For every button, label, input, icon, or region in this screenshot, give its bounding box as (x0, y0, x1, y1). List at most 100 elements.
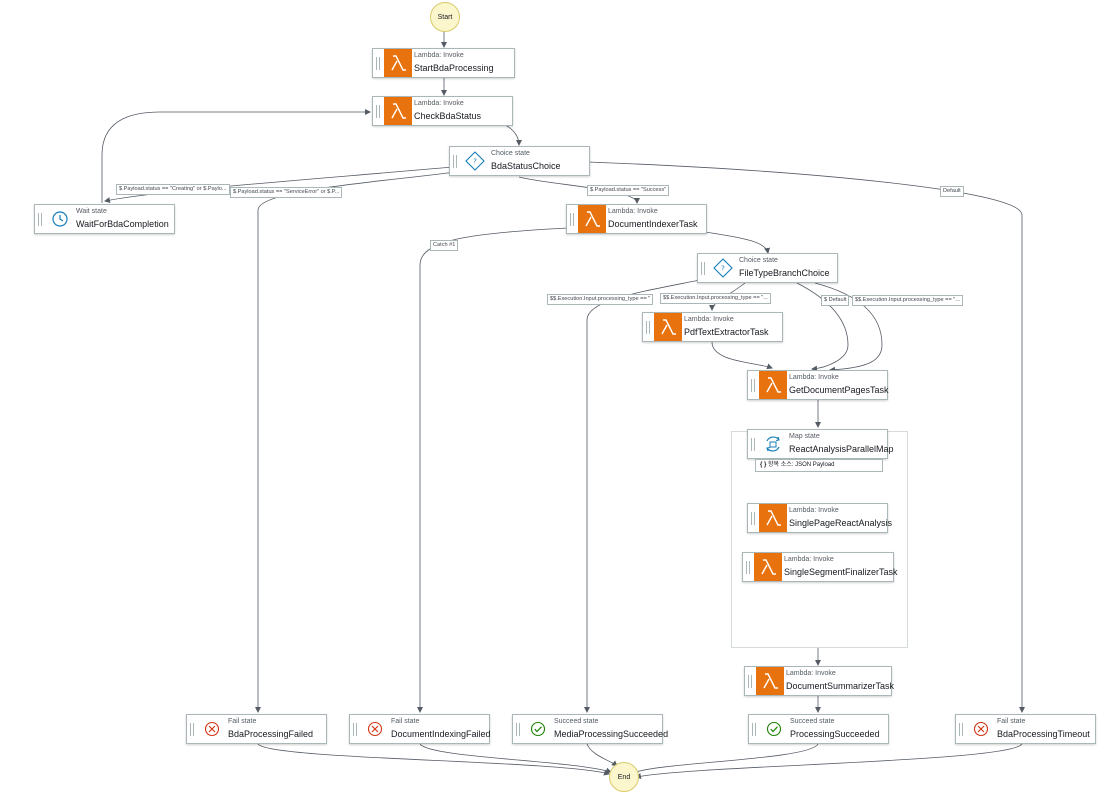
node-get-document-pages-task[interactable]: Lambda: Invoke GetDocumentPagesTask (747, 370, 889, 400)
node-name-label: SingleSegmentFinalizerTask (784, 567, 898, 577)
drag-grip-icon (516, 723, 520, 736)
edge-label-service-error: $.Payload.status == "ServiceError" or $.… (230, 187, 343, 198)
edge-label-exec2: $$.Execution.Input.processing_type == ".… (660, 293, 771, 304)
edge-label-default-bda: Default (940, 186, 964, 197)
node-kind-label: Choice state (491, 150, 530, 157)
node-processing-succeeded[interactable]: Succeed state ProcessingSucceeded (748, 714, 889, 744)
node-bda-processing-failed[interactable]: Fail state BdaProcessingFailed (186, 714, 327, 744)
drag-grip-icon (570, 213, 574, 226)
drag-grip-icon (376, 57, 380, 70)
braces-icon: { } (760, 462, 767, 468)
node-bda-status-choice[interactable]: ? Choice state BdaStatusChoice (449, 146, 590, 176)
node-kind-label: Fail state (228, 718, 257, 725)
edge-label-success: $.Payload.status == "Success" (587, 185, 670, 196)
node-name-label: DocumentIndexerTask (608, 219, 698, 229)
node-kind-label: Lambda: Invoke (684, 316, 734, 323)
node-name-label: GetDocumentPagesTask (789, 385, 889, 395)
edge-timeout-to-end (635, 743, 1023, 780)
node-kind-label: Lambda: Invoke (414, 52, 464, 59)
fail-icon (198, 715, 226, 743)
edge-label-exec1: $$.Execution.Input.processing_type == " (547, 294, 654, 305)
drag-grip-icon (959, 723, 963, 736)
node-name-label: BdaProcessingTimeout (997, 729, 1090, 739)
node-name-label: MediaProcessingSucceeded (554, 729, 669, 739)
end-node[interactable]: End (609, 762, 639, 792)
edge-docindexer-to-filetype (704, 231, 771, 254)
drag-grip-icon (376, 105, 380, 118)
succeed-icon (524, 715, 552, 743)
drag-grip-icon (38, 213, 42, 226)
drag-grip-icon (453, 155, 457, 168)
node-kind-label: Lambda: Invoke (786, 670, 836, 677)
node-name-label: PdfTextExtractorTask (684, 327, 769, 337)
edge-filetype-to-getpages-2 (814, 282, 883, 373)
drag-grip-icon (751, 512, 755, 525)
edge-choice-to-wait (104, 166, 453, 203)
edge-label-default-filetype: $ Default (821, 295, 850, 306)
node-kind-label: Lambda: Invoke (414, 100, 464, 107)
node-name-label: DocumentIndexingFailed (391, 729, 491, 739)
node-single-page-react-analysis[interactable]: Lambda: Invoke SinglePageReactAnalysis (747, 503, 892, 533)
node-name-label: ProcessingSucceeded (790, 729, 880, 739)
node-name-label: StartBdaProcessing (414, 63, 494, 73)
drag-grip-icon (701, 262, 705, 275)
edge-succproc-to-end (632, 743, 819, 774)
lambda-icon (759, 371, 787, 399)
map-icon (759, 430, 787, 458)
edge-wait-to-checkbda (101, 109, 371, 203)
lambda-icon (654, 313, 682, 341)
edge-filetype-to-succmedia (584, 279, 701, 713)
node-media-processing-succeeded[interactable]: Succeed state MediaProcessingSucceeded (512, 714, 668, 744)
lambda-icon (756, 667, 784, 695)
node-kind-label: Lambda: Invoke (608, 208, 658, 215)
node-kind-label: Map state (789, 433, 820, 440)
node-wait-for-bda-completion[interactable]: Wait state WaitForBdaCompletion (34, 204, 175, 234)
node-kind-label: Wait state (76, 208, 107, 215)
edge-failindex-to-end (419, 743, 612, 774)
fail-icon (361, 715, 389, 743)
node-name-label: ReactAnalysisParallelMap (789, 444, 894, 454)
node-kind-label: Succeed state (554, 718, 599, 725)
node-react-analysis-parallel-map[interactable]: Map state ReactAnalysisParallelMap (747, 429, 894, 459)
node-single-segment-finalizer-task[interactable]: Lambda: Invoke SingleSegmentFinalizerTas… (742, 552, 898, 582)
drag-grip-icon (190, 723, 194, 736)
fail-icon (967, 715, 995, 743)
edge-label-input-filetype: $$.Execution.Input.processing_type == ".… (852, 295, 963, 306)
drag-grip-icon (752, 723, 756, 736)
edge-failbda-to-end (257, 743, 610, 776)
map-item-source-text: 항목 소스: JSON Payload (768, 462, 835, 468)
drag-grip-icon (751, 379, 755, 392)
start-node[interactable]: Start (430, 2, 460, 32)
node-kind-label: Fail state (391, 718, 420, 725)
node-document-summarizer-task[interactable]: Lambda: Invoke DocumentSummarizerTask (744, 666, 894, 696)
lambda-icon (754, 553, 782, 581)
edge-label-catch: Catch #1 (430, 240, 459, 251)
clock-icon (46, 205, 74, 233)
edge-choice-to-timeout (587, 161, 1025, 713)
node-filetype-branch-choice[interactable]: ? Choice state FileTypeBranchChoice (697, 253, 838, 283)
map-item-source-label: { } 항목 소스: JSON Payload (755, 459, 883, 472)
node-kind-label: Lambda: Invoke (784, 556, 834, 563)
lambda-icon (384, 49, 412, 77)
node-name-label: SinglePageReactAnalysis (789, 518, 893, 528)
node-document-indexer-task[interactable]: Lambda: Invoke DocumentIndexerTask (566, 204, 707, 234)
choice-icon: ? (461, 147, 489, 175)
edge-succmedia-to-end (586, 743, 618, 767)
edge-label-wait: $.Payload.status == "Creating" or $.Payl… (116, 184, 230, 195)
node-check-bda-status[interactable]: Lambda: Invoke CheckBdaStatus (372, 96, 513, 126)
drag-grip-icon (748, 675, 752, 688)
node-name-label: FileTypeBranchChoice (739, 268, 830, 278)
succeed-icon (760, 715, 788, 743)
node-bda-processing-timeout[interactable]: Fail state BdaProcessingTimeout (955, 714, 1096, 744)
drag-grip-icon (353, 723, 357, 736)
node-name-label: WaitForBdaCompletion (76, 219, 169, 229)
node-document-indexing-failed[interactable]: Fail state DocumentIndexingFailed (349, 714, 491, 744)
node-name-label: CheckBdaStatus (414, 111, 482, 121)
lambda-icon (384, 97, 412, 125)
edge-pdf-to-getpages (711, 341, 773, 370)
node-start-bda-processing[interactable]: Lambda: Invoke StartBdaProcessing (372, 48, 515, 78)
node-pdf-text-extractor-task[interactable]: Lambda: Invoke PdfTextExtractorTask (642, 312, 783, 342)
edge-docindexer-to-failindex (417, 227, 569, 713)
node-name-label: BdaProcessingFailed (228, 729, 314, 739)
